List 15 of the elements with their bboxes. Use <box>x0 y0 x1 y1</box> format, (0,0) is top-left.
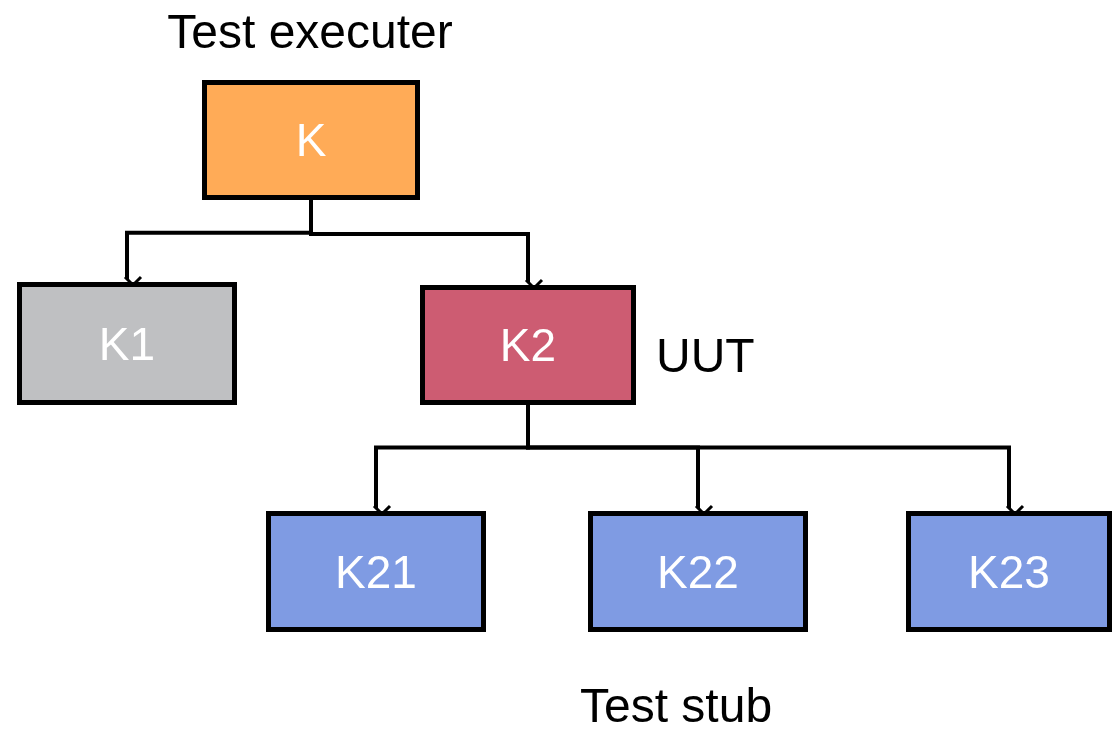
component-name: K2 <box>499 322 557 368</box>
role-label: Test executer <box>166 4 454 60</box>
role-label: UUT <box>656 328 755 384</box>
component-name: K23 <box>968 548 1050 595</box>
component-name: K1 <box>98 320 156 367</box>
component-name: K <box>295 117 327 163</box>
component-name: K22 <box>657 548 739 595</box>
component-box <box>420 285 636 405</box>
component-box <box>17 282 237 405</box>
component-name: K21 <box>335 548 417 595</box>
component-box <box>202 80 420 200</box>
component-box <box>266 511 486 632</box>
role-label: Test stub <box>580 678 773 734</box>
component-box <box>906 511 1112 632</box>
component-box <box>588 511 808 632</box>
